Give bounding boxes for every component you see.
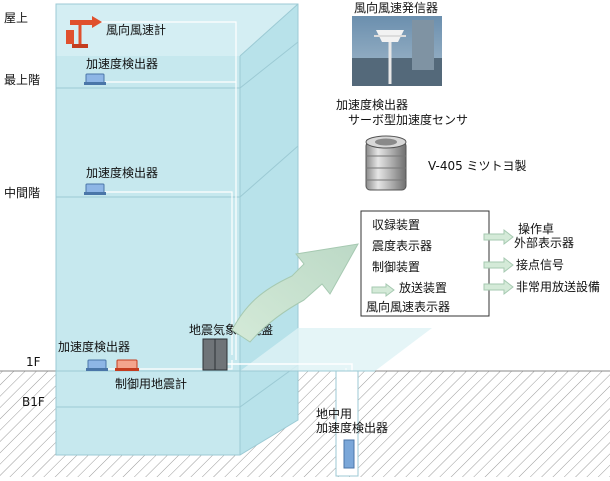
accel-top-label: 加速度検出器 xyxy=(86,56,158,71)
sensor-label-1: 加速度検出器 xyxy=(336,97,408,112)
accel-mid-icon xyxy=(84,183,106,195)
recorder-label: 収録装置 xyxy=(372,217,420,232)
floor-roof: 屋上 xyxy=(4,11,28,25)
console-label-1: 操作卓 xyxy=(518,221,554,236)
emergency-broadcast-label: 非常用放送設備 xyxy=(516,279,600,294)
floor-top: 最上階 xyxy=(4,72,40,87)
accel-top-icon xyxy=(84,73,106,85)
sensor-model-label: V-405 ミツトヨ製 xyxy=(428,159,527,173)
underground-label-1: 地中用 xyxy=(316,406,352,421)
contact-signal-label: 接点信号 xyxy=(516,257,564,272)
wind-meter-label: 風向風速計 xyxy=(106,22,166,37)
building xyxy=(55,3,432,456)
floor-labels: 屋上 最上階 中間階 1F B1F xyxy=(4,11,45,409)
underground-label-2: 加速度検出器 xyxy=(316,420,388,435)
signal-arrow xyxy=(231,243,359,343)
output-arrows xyxy=(483,228,514,296)
control-seismometer-label: 制御用地震計 xyxy=(115,376,187,391)
underground-bore xyxy=(335,370,359,477)
wind-display-label: 風向風速表示器 xyxy=(366,299,450,314)
wind-transmitter-label: 風向風速発信器 xyxy=(354,0,438,15)
system-box: 収録装置 震度表示器 制御装置 放送装置 風向風速表示器 xyxy=(360,210,490,317)
floor-1f: 1F xyxy=(26,355,41,369)
building-labels: 風向風速計 加速度検出器 加速度検出器 加速度検出器 地震気象監視盤 制御用地震… xyxy=(58,22,388,435)
control-unit-label: 制御装置 xyxy=(372,259,420,274)
console-label-2: 外部表示器 xyxy=(514,235,574,250)
sensor-label-2: サーボ型加速度センサ xyxy=(348,112,468,127)
output-labels: 操作卓 外部表示器 接点信号 非常用放送設備 xyxy=(514,221,600,294)
accel-1f-icon xyxy=(86,359,108,371)
servo-sensor-photo xyxy=(365,135,407,191)
floor-b1f: B1F xyxy=(22,395,45,409)
monitor-panel-icon xyxy=(202,338,228,371)
accel-1f-label: 加速度検出器 xyxy=(58,339,130,354)
wind-transmitter-photo xyxy=(352,16,442,86)
accel-mid-label: 加速度検出器 xyxy=(86,165,158,180)
intensity-display-label: 震度表示器 xyxy=(372,238,432,253)
floor-middle: 中間階 xyxy=(4,185,40,200)
underground-sensor-icon xyxy=(343,439,355,469)
control-seismometer-icon xyxy=(115,359,139,371)
wind-meter-icon xyxy=(66,16,102,48)
broadcast-unit-label: 放送装置 xyxy=(399,280,447,295)
